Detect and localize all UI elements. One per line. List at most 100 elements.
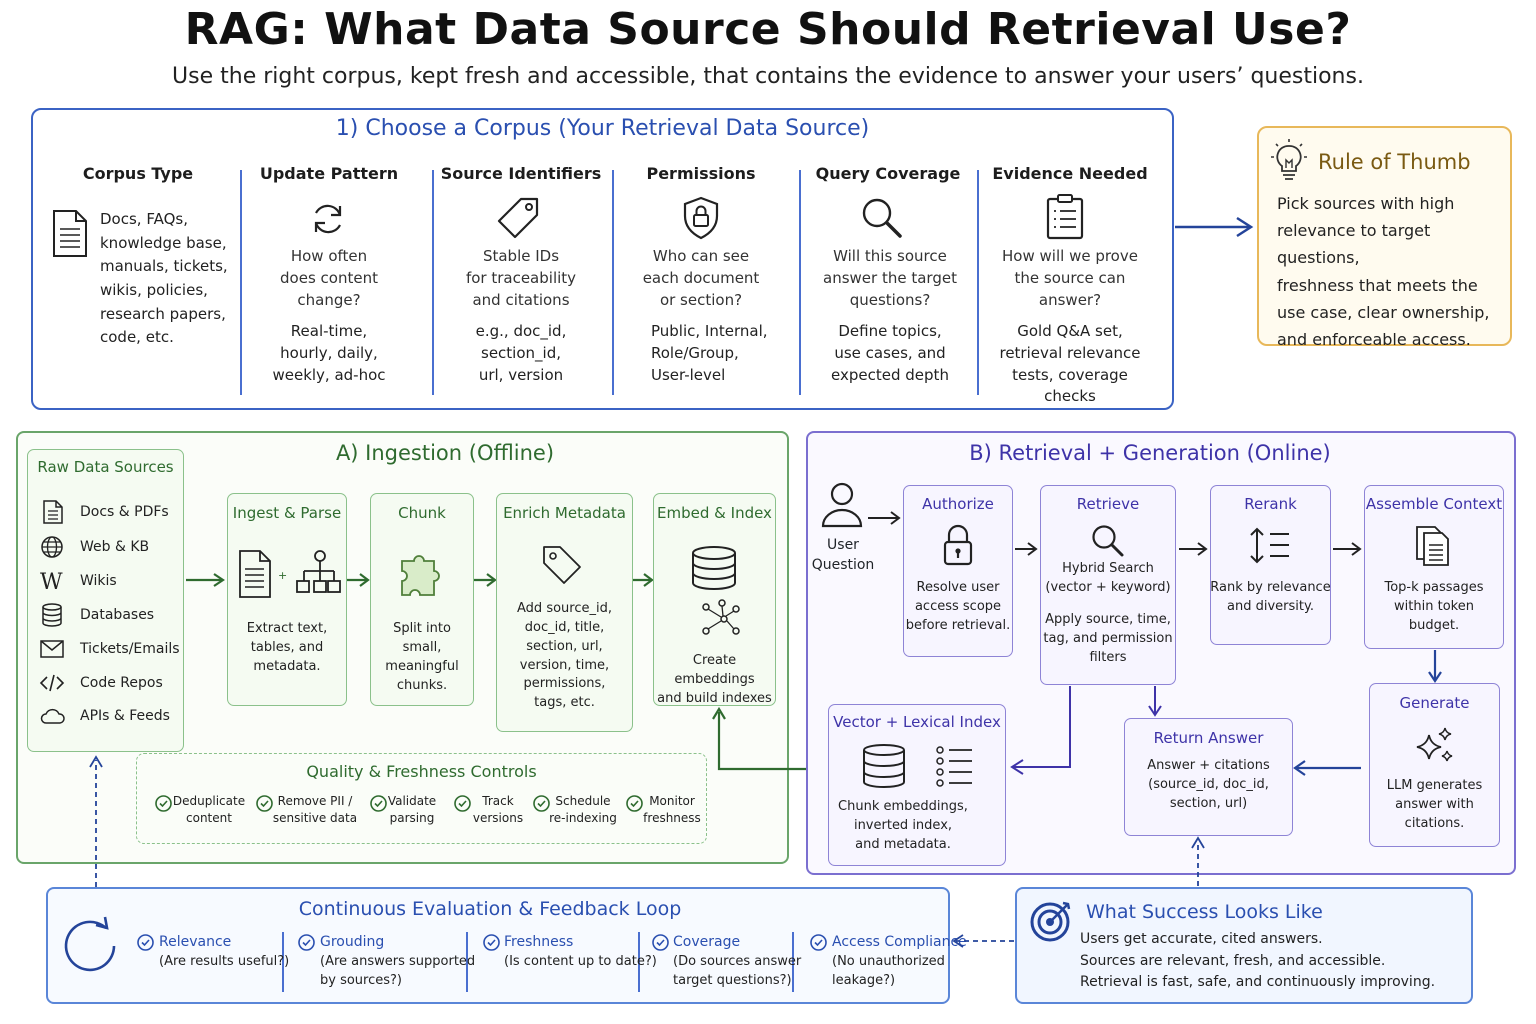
code-icon [39,674,65,692]
source-identifiers-answer: e.g., doc_id,section_id,url, version [475,322,567,384]
svg-text:W: W [40,570,63,595]
page-subtitle: Use the right corpus, kept fresh and acc… [172,64,1364,89]
divider [612,170,614,395]
arrow-to-rule [1175,216,1254,238]
return-answer-title: Return Answer [1153,729,1264,747]
ingestion-title: A) Ingestion (Offline) [335,441,555,465]
rerank-card [1210,485,1331,645]
arrow [1148,686,1162,717]
user-icon [821,482,863,528]
magnifier-icon [862,198,902,238]
check-circle-icon [810,934,827,951]
success-to-answer-arrow [1191,836,1205,886]
check-circle-icon [533,795,550,812]
check-circle-icon [298,934,315,951]
success-text: Users get accurate, cited answers.Source… [1080,931,1436,991]
success-panel [1015,887,1473,1004]
arrow [868,511,901,525]
chunk-title: Chunk [398,504,446,522]
raw-item-code: Code Repos [39,671,163,695]
svg-text:+: + [278,569,287,582]
source-identifiers-header: Source Identifiers [440,164,602,183]
cloud-icon [40,708,65,724]
generate-title: Generate [1399,694,1470,712]
success-title: What Success Looks Like [1086,901,1323,923]
quality-controls-title: Quality & Freshness Controls [306,762,537,781]
update-pattern-answer: Real-time,hourly, daily,weekly, ad-hoc [272,322,386,384]
assemble-context-title: Assemble Context [1365,495,1503,513]
parse-icon: + [239,550,341,598]
generate-card [1369,683,1500,847]
target-icon [1030,901,1071,942]
check-circle-icon [454,795,471,812]
eval-item-title: Grouding [320,934,385,950]
chunk-card [370,493,474,706]
refresh-icon [314,204,342,234]
sparkle-icon [1416,727,1453,762]
ingest-parse-card [227,493,347,706]
enrich-metadata-card [496,493,633,732]
sort-icon [1250,527,1289,564]
query-coverage-header: Query Coverage [815,164,961,183]
check-circle-icon [155,795,172,812]
enrich-metadata-text: Add source_id,doc_id, title,section, url… [517,601,612,711]
permissions-header: Permissions [646,164,756,183]
rule-title: Rule of Thumb [1318,150,1471,174]
document-icon [43,500,63,524]
check-circle-icon [483,934,500,951]
corpus-type-answer: Docs, FAQs,knowledge base,manuals, ticke… [100,210,228,347]
eval-item-title: Relevance [159,934,232,950]
divider [466,932,468,992]
corpus-panel [31,108,1174,410]
retrieve-to-index-arrow [1010,686,1071,775]
documents-icon [1416,526,1449,566]
quality-controls-box [136,753,707,844]
corpus-title: 1) Choose a Corpus (Your Retrieval Data … [335,116,870,141]
evaluation-panel [46,887,950,1004]
return-answer-text: Answer + citations(source_id, doc_id,sec… [1147,758,1270,811]
check-circle-icon [370,795,387,812]
rerank-title: Rerank [1244,495,1297,513]
check-circle-icon [652,934,669,951]
arrow [1333,542,1362,556]
tag-icon [543,546,581,584]
raw-item-tickets: Tickets/Emails [40,637,180,661]
raw-data-sources-card [27,449,184,752]
eval-item-text: (Are results useful?) [159,954,290,969]
success-to-eval-arrow [952,934,1014,948]
arrow [1179,542,1208,556]
lock-icon [943,524,973,566]
globe-icon [41,536,63,558]
lightbulb-icon [1271,139,1307,180]
database-embed-icon [692,546,740,635]
retrieve-card [1040,485,1176,685]
raw-data-sources-title: Raw Data Sources [37,458,174,476]
clipboard-icon [1046,194,1084,240]
update-pattern-header: Update Pattern [259,164,399,183]
envelope-icon [40,640,64,658]
vector-lexical-index-title: Vector + Lexical Index [833,713,1001,731]
authorize-card [903,485,1013,657]
tag-icon [497,197,539,239]
check-circle-icon [626,795,643,812]
document-icon [53,210,87,257]
page-title: RAG: What Data Source Should Retrieval U… [184,4,1352,55]
puzzle-icon [401,555,440,596]
eval-item-text: (Is content up to date?) [504,954,657,969]
enrich-metadata-title: Enrich Metadata [503,504,626,522]
raw-item-web: Web & KB [40,535,149,559]
divider [240,170,242,395]
